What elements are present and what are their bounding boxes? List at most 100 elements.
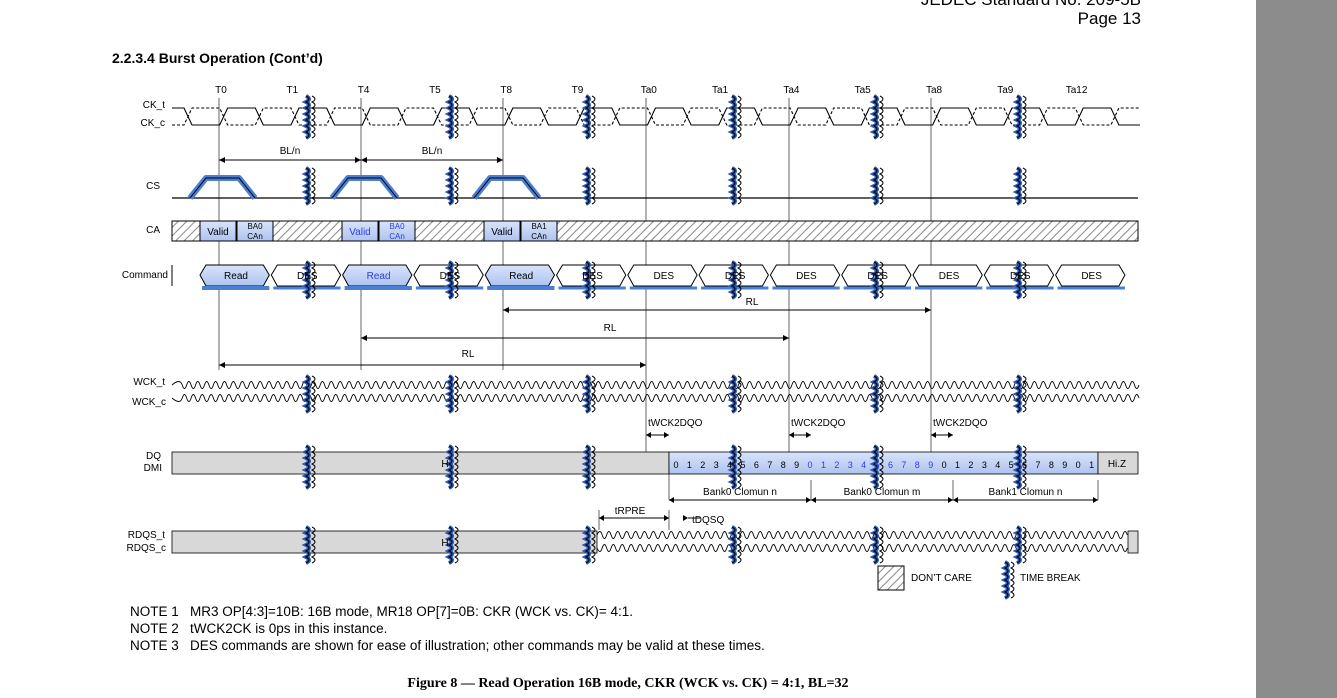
command-des-label: DES (582, 271, 603, 282)
vertical-scrollbar[interactable] (1256, 0, 1337, 698)
time-break-icon (1021, 526, 1027, 564)
ck-c-waveform (172, 107, 1140, 126)
signal-label-wck-c: WCK_c (132, 397, 166, 408)
time-break-icon (590, 167, 596, 205)
dq-bit-label: 1 (955, 460, 960, 470)
figure-caption: Figure 8 — Read Operation 16B mode, CKR … (407, 676, 849, 691)
rl-arrow-head-left (503, 307, 509, 313)
time-break-icon (1021, 375, 1027, 413)
twck2dqo-head (789, 432, 794, 438)
time-label: Ta12 (1066, 85, 1088, 96)
time-label: T4 (358, 85, 370, 96)
dq-bit-label: 4 (727, 460, 732, 470)
time-break-icon (590, 445, 596, 489)
command-des-label: DES (867, 271, 888, 282)
burst-arrow-head (948, 497, 953, 503)
bl-arrow-head-left (219, 157, 225, 163)
time-break-icon (1015, 167, 1021, 205)
time-label: T8 (500, 85, 512, 96)
dq-bit-label: 3 (982, 460, 987, 470)
time-break-icon (1021, 95, 1027, 139)
tdqsq-head (683, 515, 688, 521)
ca-can-label: CAn (389, 232, 405, 241)
trpre-head (664, 515, 669, 521)
command-des (769, 264, 841, 287)
dq-bit-label: 2 (700, 460, 705, 470)
signal-label-rdqs-c: RDQS_c (127, 543, 166, 554)
twck2dqo-label: tWCK2DQO (648, 418, 703, 429)
time-break-icon (1021, 167, 1027, 205)
burst-arrow-head (953, 497, 958, 503)
bl-label: BL/n (422, 146, 443, 157)
burst-label: Bank0 Clomun m (844, 487, 921, 498)
time-break-icon (736, 167, 742, 205)
cs-pulse (187, 175, 258, 200)
bl-label: BL/n (280, 146, 301, 157)
dq-bit-label: 9 (794, 460, 799, 470)
time-break-icon (304, 526, 310, 564)
dq-bit-label: 2 (968, 460, 973, 470)
time-label: Ta0 (641, 85, 658, 96)
time-break-icon (304, 261, 310, 299)
time-break-icon (1015, 445, 1021, 489)
time-break-icon (878, 95, 884, 139)
time-break-icon (447, 95, 453, 139)
ca-valid-slot (199, 220, 237, 242)
time-label: Ta1 (712, 85, 729, 96)
time-break-icon (310, 167, 316, 205)
rdqs-c-waveform (596, 544, 1128, 552)
dq-bit-label: 8 (915, 460, 920, 470)
time-break-icon (730, 261, 736, 299)
dq-bit-label: 8 (781, 460, 786, 470)
time-break-icon (872, 167, 878, 205)
wck-t-waveform (171, 381, 1140, 389)
dq-bit-label: 4 (861, 460, 866, 470)
rdqs-hiz-end (1127, 530, 1139, 554)
time-break-icon (878, 261, 884, 299)
dq-bit-label: 0 (1076, 460, 1081, 470)
burst-label: Bank0 Clomun n (703, 487, 777, 498)
dq-bit-label: 9 (1062, 460, 1067, 470)
twck2dqo-head (931, 432, 936, 438)
time-break-icon (584, 167, 590, 205)
time-break-icon (1015, 526, 1021, 564)
command-des-label: DES (1081, 271, 1102, 282)
command-des (1055, 264, 1126, 287)
time-break-icon (447, 375, 453, 413)
burst-label: Bank1 Clomun n (989, 487, 1063, 498)
time-break-icon (1015, 375, 1021, 413)
rl-arrow-head-right (640, 362, 646, 368)
dq-bit-label: 1 (821, 460, 826, 470)
ca-bank-label: BA0 (389, 222, 405, 231)
time-break-icon (730, 526, 736, 564)
dq-bit-label: 7 (767, 460, 772, 470)
signal-label-rdqs-t: RDQS_t (128, 530, 165, 541)
legend-time-break-icon (1003, 561, 1009, 599)
time-break-icon (453, 375, 459, 413)
note-1: NOTE 1 MR3 OP[4:3]=10B: 16B mode, MR18 O… (130, 604, 634, 619)
time-break-icon (304, 445, 310, 489)
bl-arrow-head-right (355, 157, 361, 163)
time-break-icon (310, 95, 316, 139)
dq-bit-label: 2 (834, 460, 839, 470)
time-break-icon (453, 167, 459, 205)
time-break-icon (736, 445, 742, 489)
time-break-icon (584, 375, 590, 413)
command-des-label: DES (440, 271, 461, 282)
time-break-icon (730, 167, 736, 205)
time-break-icon (590, 261, 596, 299)
dq-bit-label: 5 (741, 460, 746, 470)
time-break-icon (1021, 445, 1027, 489)
ca-valid-slot (483, 220, 521, 242)
twck2dqo-label: tWCK2DQO (933, 418, 988, 429)
rl-label: RL (462, 349, 475, 360)
dq-bit-label: 7 (901, 460, 906, 470)
cs-pulse-edge (331, 177, 398, 199)
dq-bit-label: 3 (714, 460, 719, 470)
cs-pulse-edge (189, 177, 256, 199)
command-des-label: DES (297, 271, 318, 282)
time-break-icon (872, 445, 878, 489)
time-break-icon (736, 261, 742, 299)
dq-bit-label: 1 (687, 460, 692, 470)
dq-bit-label: 5 (875, 460, 880, 470)
